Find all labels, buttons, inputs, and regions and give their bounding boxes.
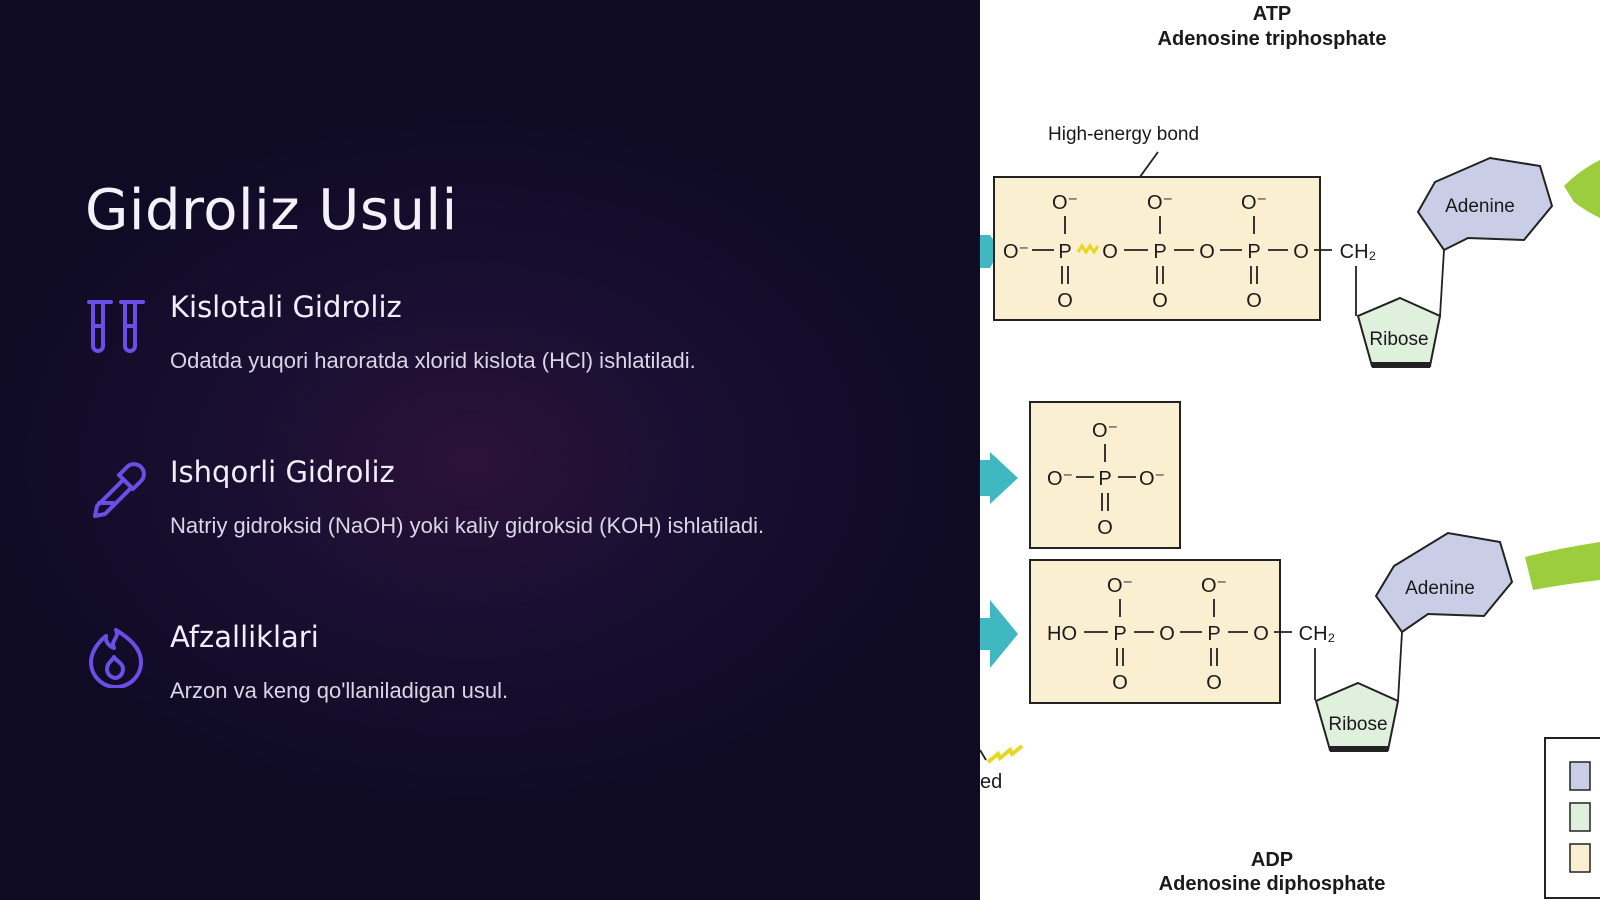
atp-ribose-label: Ribose — [1369, 329, 1428, 350]
atp-oxygen: O — [1293, 241, 1309, 263]
slide-title: Gidroliz Usuli — [85, 178, 458, 243]
item-heading: Afzalliklari — [170, 620, 319, 654]
adp-oxygen: O — [1159, 623, 1175, 645]
atp-oxygen: O — [1057, 290, 1073, 312]
atp-oxygen: O — [1102, 241, 1118, 263]
adp-phosphorus: P — [1113, 623, 1126, 645]
item-advantages: Afzalliklari Arzon va keng qo'llaniladig… — [85, 620, 945, 750]
pi-oxygen-ion: O⁻ — [1139, 468, 1165, 490]
adp-phosphorus: P — [1207, 623, 1220, 645]
pi-oxygen-ion: O⁻ — [1092, 420, 1118, 442]
atp-oxygen-ion: O⁻ — [1052, 192, 1078, 214]
atp-phosphorus: P — [1247, 241, 1260, 263]
bolt-icon — [986, 744, 1024, 764]
flame-icon — [85, 626, 147, 688]
partial-label: ed — [980, 771, 1002, 793]
atp-adp-diagram: ATP Adenosine triphosphate ADP Adenosine… — [980, 0, 1600, 900]
legend-swatch-adenine — [1569, 761, 1591, 791]
item-text: Natriy gidroksid (NaOH) yoki kaliy gidro… — [170, 513, 765, 538]
adp-oxygen: O — [1112, 672, 1128, 694]
green-arc-top — [1564, 160, 1600, 218]
green-arc-bottom — [1525, 542, 1600, 590]
atp-phosphorus: P — [1153, 241, 1166, 263]
atp-oxygen-ion: O⁻ — [1241, 192, 1267, 214]
adp-adenine-shape — [1374, 531, 1514, 634]
atp-oxygen: O — [1199, 241, 1215, 263]
adp-adenine-label: Adenine — [1405, 578, 1475, 599]
item-text: Odatda yuqori haroratda xlorid kislota (… — [170, 348, 696, 373]
pi-phosphorus: P — [1098, 468, 1111, 490]
item-acid-hydrolysis: Kislotali Gidroliz Odatda yuqori harorat… — [85, 290, 945, 420]
atp-adenine-label: Adenine — [1445, 196, 1515, 217]
slide-panel: Gidroliz Usuli Kislotali Gidroliz Odatda… — [0, 0, 980, 900]
pi-oxygen: O — [1097, 517, 1113, 539]
atp-phosphorus: P — [1058, 241, 1071, 263]
atp-adenine-shape — [1416, 156, 1554, 252]
high-energy-bond-mark — [1076, 243, 1100, 255]
atp-oxygen: O — [1152, 290, 1168, 312]
item-heading: Ishqorli Gidroliz — [170, 455, 395, 489]
adp-oxygen-ion: O⁻ — [1201, 575, 1227, 597]
adp-ch2: CH₂ — [1299, 623, 1336, 645]
adp-oxygen: O — [1253, 623, 1269, 645]
item-heading: Kislotali Gidroliz — [170, 290, 402, 324]
atp-phosphate-box — [993, 176, 1321, 321]
legend-swatch-phosphate — [1569, 843, 1591, 873]
atp-oxygen-ion: O⁻ — [1003, 241, 1029, 263]
pi-oxygen-ion: O⁻ — [1047, 468, 1073, 490]
teal-arrow-lower — [980, 600, 1018, 668]
teal-arrow-middle — [980, 452, 1018, 504]
adp-title: ADP — [1251, 849, 1293, 871]
adp-oxygen: O — [1206, 672, 1222, 694]
high-energy-label: High-energy bond — [1048, 124, 1199, 145]
atp-ch2: CH₂ — [1340, 241, 1377, 263]
atp-subtitle: Adenosine triphosphate — [1158, 28, 1387, 50]
item-alkaline-hydrolysis: Ishqorli Gidroliz Natriy gidroksid (NaOH… — [85, 455, 945, 585]
atp-oxygen: O — [1246, 290, 1262, 312]
legend-swatch-ribose — [1569, 802, 1591, 832]
free-phosphate-box — [1029, 401, 1181, 549]
item-text: Arzon va keng qo'llaniladigan usul. — [170, 678, 509, 703]
adp-subtitle: Adenosine diphosphate — [1159, 873, 1386, 895]
dropper-icon — [85, 461, 147, 523]
adp-oxygen-ion: O⁻ — [1107, 575, 1133, 597]
adp-hydroxyl: HO — [1047, 623, 1077, 645]
adp-ribose-label: Ribose — [1328, 714, 1387, 735]
test-tubes-icon — [85, 296, 147, 358]
atp-oxygen-ion: O⁻ — [1147, 192, 1173, 214]
atp-title: ATP — [1253, 3, 1292, 25]
